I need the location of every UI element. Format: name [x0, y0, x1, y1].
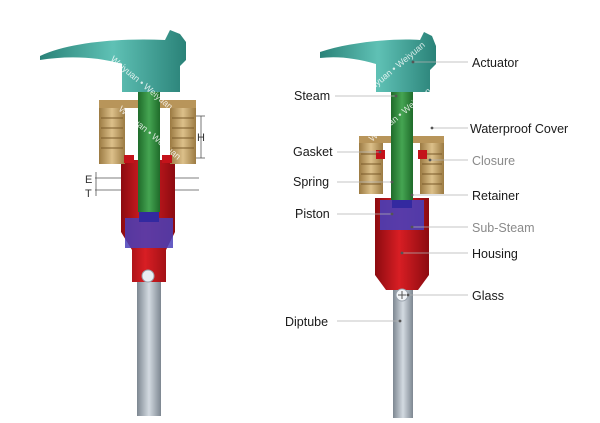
label-retainer: Retainer	[472, 189, 519, 203]
left-closure-threads	[101, 117, 194, 149]
dimension-h-label: H	[197, 132, 205, 144]
label-actuator: Actuator	[472, 56, 519, 70]
dimension-t-label: T	[85, 188, 92, 200]
left-gasket-left	[124, 155, 134, 163]
label-spring: Spring	[293, 175, 329, 189]
label-piston: Piston	[295, 207, 330, 221]
left-dimension-lines	[95, 115, 205, 196]
right-pump: Weiyuan • Weiyuan Weiyuan • Weiyuan	[285, 32, 568, 418]
dimension-e-label: E	[85, 174, 92, 186]
label-steam: Steam	[294, 89, 330, 103]
label-diptube: Diptube	[285, 315, 328, 329]
right-closure-right	[420, 140, 444, 194]
right-stem	[391, 78, 413, 200]
label-waterproof-cover: Waterproof Cover	[470, 122, 568, 136]
leader-dots	[378, 60, 434, 323]
left-gasket-right	[162, 155, 172, 163]
right-gasket-left	[376, 150, 385, 159]
left-actuator	[40, 30, 186, 92]
left-diptube	[137, 280, 161, 416]
label-glass: Glass	[472, 289, 504, 303]
left-glass-ball	[141, 269, 155, 283]
label-gasket: Gasket	[293, 145, 333, 159]
right-gasket-right	[418, 150, 427, 159]
right-closure-left	[359, 140, 383, 194]
left-stem	[138, 82, 160, 212]
label-sub-steam: Sub-Steam	[472, 221, 535, 235]
left-pump: H E T Weiyuan • Weiyuan Weiyuan • Weiyua…	[40, 30, 205, 416]
right-diptube	[393, 290, 413, 418]
label-closure: Closure	[472, 154, 515, 168]
left-closure-left	[99, 104, 125, 164]
left-closure-right	[170, 104, 196, 164]
label-housing: Housing	[472, 247, 518, 261]
left-piston	[125, 218, 173, 248]
leader-lines	[335, 61, 468, 322]
right-actuator	[320, 32, 436, 92]
